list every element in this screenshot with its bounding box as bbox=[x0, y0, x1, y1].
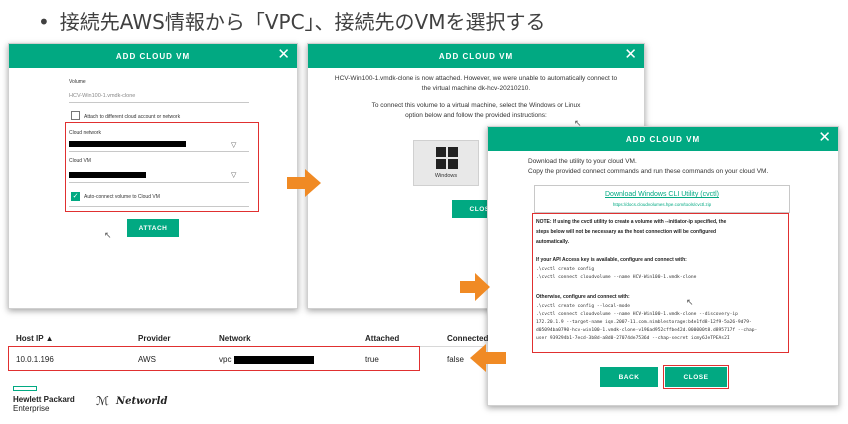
hpe-logo-line1: Hewlett Packard bbox=[13, 395, 75, 404]
col-header-network[interactable]: Network bbox=[219, 334, 251, 343]
col-header-connected[interactable]: Connected bbox=[447, 334, 489, 343]
dialog-title: ADD CLOUD VM bbox=[438, 51, 514, 61]
attached-message-line1: HCV-Win100-1.vmdk-clone is now attached.… bbox=[334, 75, 618, 82]
chevron-down-icon[interactable]: ▽ bbox=[231, 142, 237, 149]
mouse-cursor-icon: ↖ bbox=[574, 118, 582, 128]
download-cli-link[interactable]: Download Windows CLI Utility (cvctl) bbox=[605, 191, 719, 198]
download-url[interactable]: https://docs.cloudvolumes.hpe.com/tools/… bbox=[612, 202, 712, 207]
mouse-cursor-icon: ↖ bbox=[104, 230, 112, 240]
col-header-host-ip[interactable]: Host IP ▲ bbox=[16, 334, 54, 343]
note-line1: NOTE: If using the cvctl utility to crea… bbox=[536, 219, 727, 225]
chevron-down-icon[interactable]: ▽ bbox=[231, 172, 237, 179]
attach-different-label: Attach to different cloud account or net… bbox=[84, 114, 181, 120]
note-line3: automatically. bbox=[536, 239, 569, 245]
cloud-network-label: Cloud network bbox=[69, 130, 101, 136]
networld-logo: Networld bbox=[116, 396, 168, 407]
cell-host-ip: 10.0.1.196 bbox=[16, 355, 54, 364]
volume-value: HCV-Win100-1.vmdk-clone bbox=[69, 93, 136, 99]
arrow-right-icon bbox=[460, 273, 490, 301]
selection-highlight bbox=[65, 122, 259, 212]
slide-headline: • 接続先AWS情報から「VPC」、接続先のVMを選択する bbox=[38, 6, 546, 35]
back-button[interactable]: BACK bbox=[600, 367, 658, 387]
dialog-title: ADD CLOUD VM bbox=[115, 51, 191, 61]
arrow-right-icon bbox=[287, 169, 321, 197]
other-command5: user 939294b1-7ecd-3b8d-a8d0-27074de7536… bbox=[536, 336, 730, 341]
add-cloud-vm-dialog-instructions: ADD CLOUD VM ✕ Download the utility to y… bbox=[487, 126, 839, 406]
attach-different-checkbox[interactable] bbox=[71, 111, 80, 120]
cell-provider: AWS bbox=[138, 355, 156, 364]
cell-network: vpc bbox=[219, 355, 232, 364]
other-command1: .\cvctl create config --local-mode bbox=[536, 304, 631, 309]
cloud-network-select[interactable] bbox=[69, 151, 249, 152]
api-command1: .\cvctl create config bbox=[536, 267, 595, 272]
attach-button[interactable]: ATTACH bbox=[127, 219, 179, 237]
dialog-header: ADD CLOUD VM ✕ bbox=[9, 44, 297, 68]
attached-message-line2: the virtual machine dk-hcv-20210210. bbox=[421, 85, 531, 92]
dialog-header: ADD CLOUD VM ✕ bbox=[308, 44, 644, 68]
note-line2: steps below will not be necessary as the… bbox=[536, 229, 717, 235]
commands-panel: NOTE: If using the cvctl utility to crea… bbox=[532, 215, 788, 353]
windows-logo-icon bbox=[436, 147, 458, 169]
instruction-line1: Download the utility to your cloud VM. bbox=[528, 158, 637, 165]
volume-label: Volume bbox=[69, 79, 86, 85]
headline-text: 接続先AWS情報から「VPC」、接続先のVMを選択する bbox=[59, 10, 546, 34]
close-icon[interactable]: ✕ bbox=[624, 46, 638, 63]
bullet-glyph: • bbox=[38, 10, 50, 34]
col-header-attached[interactable]: Attached bbox=[365, 334, 400, 343]
cloud-vm-select[interactable] bbox=[69, 182, 249, 183]
networld-logo-mark: ℳ bbox=[96, 394, 109, 408]
other-command4: d05094ba0790-hcv-win100-1.vmdk-clone-v19… bbox=[536, 328, 758, 333]
cloud-vm-label: Cloud VM bbox=[69, 158, 91, 164]
network-redacted bbox=[234, 356, 314, 364]
instruction-line2: Copy the provided connect commands and r… bbox=[528, 168, 769, 175]
cell-connected: false bbox=[447, 355, 464, 364]
arrow-left-icon bbox=[470, 344, 506, 372]
other-command2: .\cvctl connect cloudvolume --name HCV-W… bbox=[536, 312, 738, 317]
auto-connect-checkbox[interactable]: ✓ bbox=[71, 192, 80, 201]
dialog-header: ADD CLOUD VM ✕ bbox=[488, 127, 838, 151]
close-icon[interactable]: ✕ bbox=[818, 129, 832, 146]
add-cloud-vm-dialog-select: ADD CLOUD VM ✕ Volume HCV-Win100-1.vmdk-… bbox=[8, 43, 298, 309]
cell-attached: true bbox=[365, 355, 379, 364]
hpe-logo-line2: Enterprise bbox=[13, 404, 50, 413]
windows-option-label: Windows bbox=[434, 173, 458, 179]
api-heading: If your API Access key is available, con… bbox=[536, 257, 687, 263]
other-heading: Otherwise, configure and connect with: bbox=[536, 294, 630, 300]
col-header-provider[interactable]: Provider bbox=[138, 334, 171, 343]
close-button[interactable]: CLOSE bbox=[665, 367, 727, 387]
commands-highlight bbox=[532, 213, 789, 353]
other-command3: 172.20.1.9 --target-name iqn.2007-11.com… bbox=[536, 320, 752, 325]
api-command2: .\cvctl connect cloudvolume --name HCV-W… bbox=[536, 275, 697, 280]
instruction-line1: To connect this volume to a virtual mach… bbox=[371, 102, 581, 109]
download-panel bbox=[534, 185, 790, 213]
instruction-line2: option below and follow the provided ins… bbox=[405, 112, 547, 119]
cloud-vm-redacted bbox=[69, 172, 146, 178]
row-highlight bbox=[8, 346, 420, 371]
auto-connect-underline bbox=[69, 206, 249, 207]
windows-option-tile[interactable]: Windows bbox=[413, 140, 479, 186]
cloud-network-redacted bbox=[69, 141, 186, 147]
volume-underline bbox=[69, 102, 249, 103]
close-highlight bbox=[663, 365, 729, 389]
close-icon[interactable]: ✕ bbox=[277, 46, 291, 63]
mouse-cursor-icon: ↖ bbox=[686, 297, 694, 307]
hpe-logo-mark bbox=[13, 386, 37, 391]
dialog-title: ADD CLOUD VM bbox=[625, 134, 701, 144]
auto-connect-label: Auto-connect volume to Cloud VM bbox=[84, 194, 160, 200]
